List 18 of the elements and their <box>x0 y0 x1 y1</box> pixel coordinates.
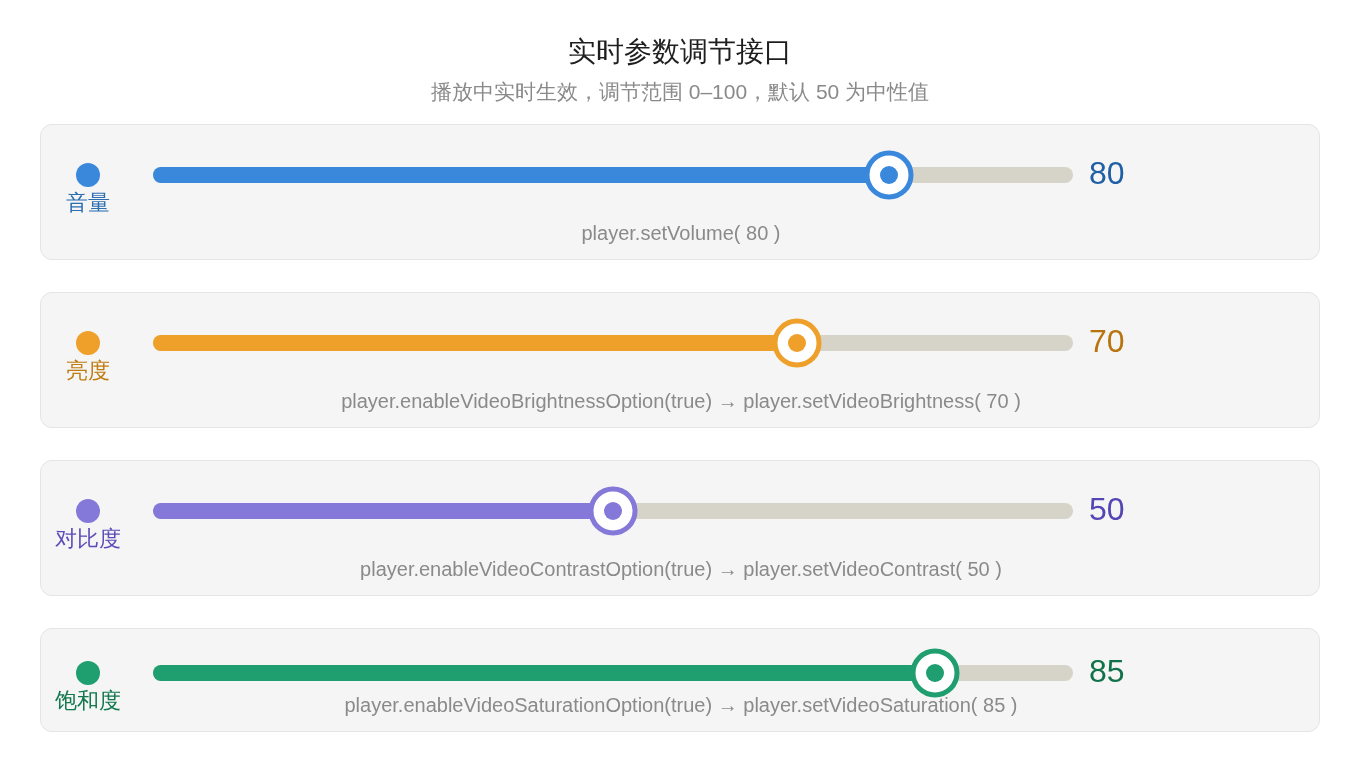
slider-card <box>40 124 1320 260</box>
title: 实时参数调节接口 <box>568 35 792 69</box>
slider-card <box>40 292 1320 428</box>
slider-label: 对比度 <box>55 525 121 553</box>
value-text: 70 <box>1089 322 1125 361</box>
value-text: 80 <box>1089 154 1125 193</box>
code-text: player.enableVideoSaturationOption(true) → player.setVideoSaturation( 85 ) <box>344 693 1018 717</box>
value-text: 85 <box>1089 652 1125 691</box>
subtitle: 播放中实时生效，调节范围 0–100，默认 50 为中性值 <box>430 79 930 105</box>
slider-card <box>40 460 1320 596</box>
code-text: player.enableVideoContrastOption(true) → player.setVideoContrast( 50 ) <box>360 557 1002 581</box>
slider-label: 饱和度 <box>55 687 121 715</box>
slider-label: 音量 <box>66 189 110 217</box>
slider-label: 亮度 <box>66 357 110 385</box>
value-text: 50 <box>1089 490 1125 529</box>
code-text: player.setVolume( 80 ) <box>581 221 781 245</box>
slider-card <box>40 628 1320 732</box>
code-text: player.enableVideoBrightnessOption(true) → player.setVideoBrightness( 70 ) <box>341 389 1021 413</box>
